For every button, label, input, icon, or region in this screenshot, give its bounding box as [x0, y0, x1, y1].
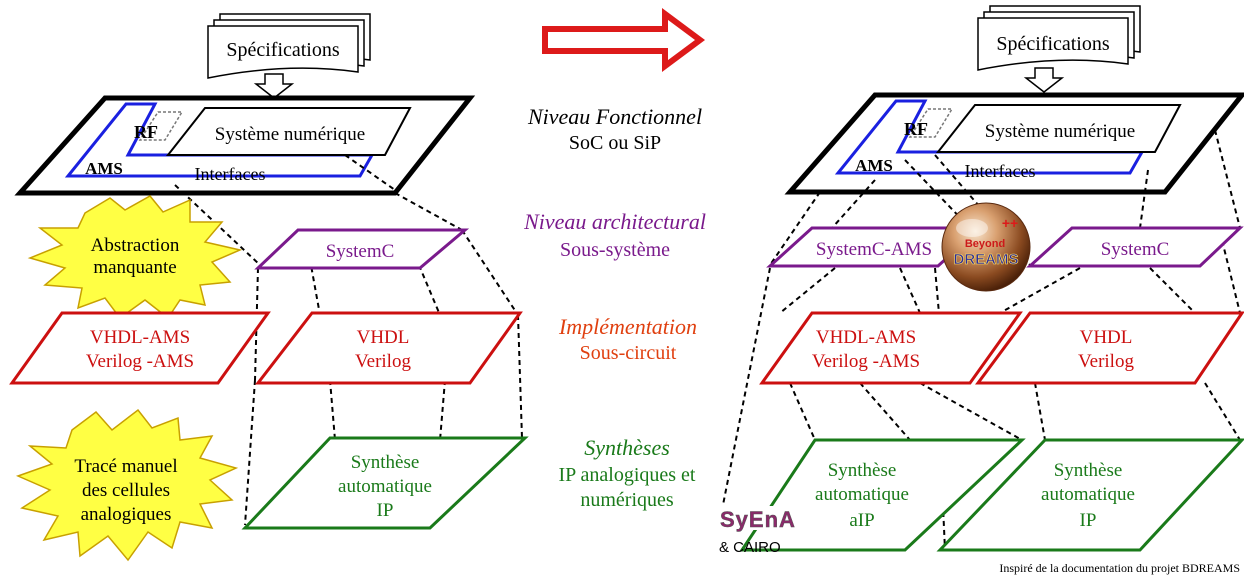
left-vhdlams-plane — [9, 311, 271, 385]
left-rf-label: RF — [134, 122, 158, 142]
right-vhdlams-plane — [759, 311, 1023, 385]
right-synth-a-line3: aIP — [849, 510, 874, 531]
left-interfaces-label: Interfaces — [195, 164, 266, 184]
left-star-manual — [15, 408, 239, 562]
left-star-bottom-line2: des cellules — [82, 480, 170, 501]
label-niveau-architectural: Niveau architectural — [523, 209, 706, 234]
right-synth-b-line1: Synthèse — [1054, 460, 1123, 481]
left-star-top-line2: manquante — [93, 257, 176, 278]
right-vhdl-line2: Verilog — [1078, 351, 1134, 372]
right-vhdl-line1: VHDL — [1080, 327, 1133, 348]
left-synth-plane — [241, 436, 529, 530]
left-synth-line1: Synthèse — [351, 452, 420, 473]
left-vhdl-line2: Verilog — [355, 351, 411, 372]
left-systemc-label: SystemC — [326, 241, 395, 262]
left-synth-line2: automatique — [338, 476, 432, 497]
left-systemc-plane — [254, 228, 470, 270]
left-spec-doc: Spécifications — [207, 13, 371, 79]
label-implementation: Implémentation — [558, 314, 697, 339]
transition-arrow — [542, 8, 706, 72]
label-niveau-fonctionnel: Niveau Fonctionnel — [527, 104, 702, 129]
right-synth-a-line2: automatique — [815, 484, 909, 505]
logo-dreams: DREAMS — [953, 251, 1018, 268]
right-synth-b-line3: IP — [1080, 510, 1097, 531]
label-ip-line1: IP analogiques et — [558, 464, 695, 486]
left-star-abstraction — [27, 195, 243, 320]
label-ip-line2: numériques — [580, 489, 674, 511]
logo-beyond: Beyond — [965, 238, 1005, 250]
right-synth-a-line1: Synthèse — [828, 460, 897, 481]
left-ams-label: AMS — [85, 159, 123, 178]
right-spec-doc: Spécifications — [977, 5, 1141, 71]
right-synth-b-plane — [936, 438, 1244, 552]
right-synth-b-line2: automatique — [1041, 484, 1135, 505]
left-vhdl-plane — [254, 311, 523, 385]
right-systeme-region — [935, 104, 1182, 153]
left-vhdlams-line1: VHDL-AMS — [90, 327, 190, 348]
logo-plusplus: ++ — [1002, 215, 1018, 231]
left-star-top-line1: Abstraction — [91, 235, 180, 256]
right-systemc-label: SystemC — [1101, 239, 1170, 260]
syena-text: SyEnA — [720, 507, 796, 532]
left-vhdl-line1: VHDL — [357, 327, 410, 348]
right-down-arrow — [1023, 67, 1065, 93]
left-systeme-region — [165, 107, 412, 156]
syena-logo: SyEnA — [716, 506, 796, 532]
beyond-dreams-logo: ++ Beyond DREAMS — [941, 202, 1031, 292]
left-spec-label: Spécifications — [226, 39, 340, 61]
right-rf-region — [908, 108, 954, 138]
left-systeme-label: Système numérique — [215, 124, 365, 145]
right-spec-label: Spécifications — [996, 33, 1110, 55]
right-ams-label: AMS — [855, 156, 893, 175]
right-systeme-label: Système numérique — [985, 121, 1135, 142]
right-rf-label: RF — [904, 119, 928, 139]
footer-credit: Inspiré de la documentation du projet BD… — [999, 561, 1240, 575]
label-sous-circuit: Sous-circuit — [580, 342, 677, 364]
left-star-bottom-line1: Tracé manuel — [74, 456, 177, 477]
right-vhdl-plane — [975, 311, 1244, 385]
left-star-bottom-line3: analogiques — [81, 504, 172, 525]
right-systemcams-label: SystemC-AMS — [816, 239, 932, 260]
right-vhdlams-line1: VHDL-AMS — [816, 327, 916, 348]
right-interfaces-label: Interfaces — [965, 161, 1036, 181]
label-sous-systeme: Sous-système — [560, 239, 670, 261]
label-syntheses: Synthèses — [584, 435, 670, 460]
left-down-arrow — [253, 73, 295, 99]
cairo-text: & CAIRO — [719, 539, 781, 556]
left-synth-line3: IP — [377, 500, 394, 521]
right-systemc-plane — [1026, 226, 1244, 268]
right-systemcams-plane — [766, 226, 984, 268]
left-vhdlams-line2: Verilog -AMS — [86, 351, 194, 372]
label-soc: SoC ou SiP — [569, 132, 661, 154]
left-rf-region — [138, 111, 184, 141]
right-vhdlams-line2: Verilog -AMS — [812, 351, 920, 372]
